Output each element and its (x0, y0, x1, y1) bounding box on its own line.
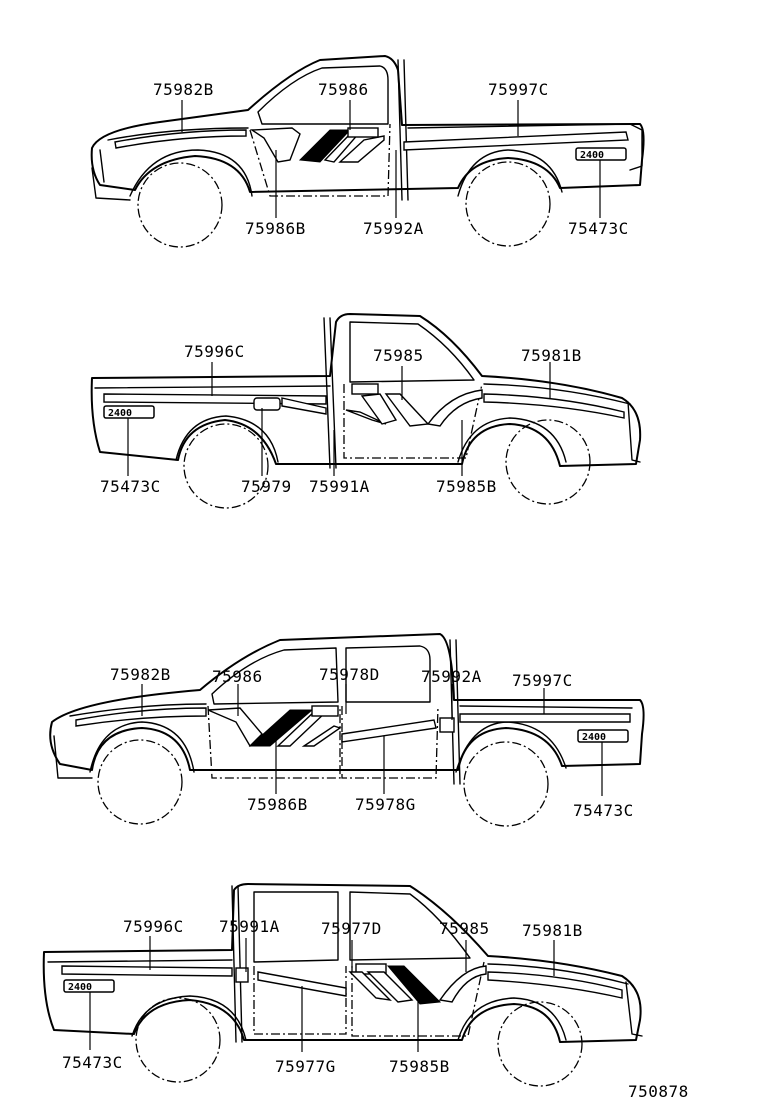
truck-double-cab-right: 2400 75996C 75991A 75977D 75985 75981B 7… (42, 883, 643, 1087)
badge-2400: 2400 (108, 408, 132, 419)
label-75985: 75985 (373, 346, 424, 365)
label-75996C: 75996C (184, 342, 245, 361)
label-75986B: 75986B (247, 795, 308, 814)
label-75473C: 75473C (100, 477, 161, 496)
label-75991A: 75991A (309, 477, 370, 496)
label-75473C: 75473C (573, 801, 634, 820)
label-75977G: 75977G (275, 1057, 336, 1076)
label-75997C: 75997C (512, 671, 573, 690)
label-75473C: 75473C (62, 1053, 123, 1072)
truck-double-cab-left: 2400 75982B 75986 75978D 75992A 75997C 7… (49, 633, 645, 827)
badge-2400: 2400 (580, 150, 604, 161)
truck-regular-cab-left: 2400 75982B 75986 75997C 75986B 75992A 7… (90, 55, 645, 248)
figure-number: 750878 (628, 1082, 689, 1101)
truck-regular-cab-right: 2400 75996C 75985 75981B 75473C 75979 75… (90, 313, 642, 509)
label-75985B: 75985B (436, 477, 497, 496)
label-75986: 75986 (318, 80, 369, 99)
label-75991A: 75991A (219, 917, 280, 936)
label-75992A: 75992A (363, 219, 424, 238)
label-75997C: 75997C (488, 80, 549, 99)
label-75985: 75985 (439, 919, 490, 938)
label-75986B: 75986B (245, 219, 306, 238)
label-75978D: 75978D (319, 665, 380, 684)
badge-2400: 2400 (582, 732, 606, 743)
label-75977D: 75977D (321, 919, 382, 938)
label-75981B: 75981B (521, 346, 582, 365)
label-75986: 75986 (212, 667, 263, 686)
label-75982B: 75982B (110, 665, 171, 684)
label-75992A: 75992A (421, 667, 482, 686)
label-75979: 75979 (241, 477, 292, 496)
label-75981B: 75981B (522, 921, 583, 940)
label-75985B: 75985B (389, 1057, 450, 1076)
label-75978G: 75978G (355, 795, 416, 814)
badge-2400: 2400 (68, 982, 92, 993)
label-75996C: 75996C (123, 917, 184, 936)
label-75473C: 75473C (568, 219, 629, 238)
label-75982B: 75982B (153, 80, 214, 99)
